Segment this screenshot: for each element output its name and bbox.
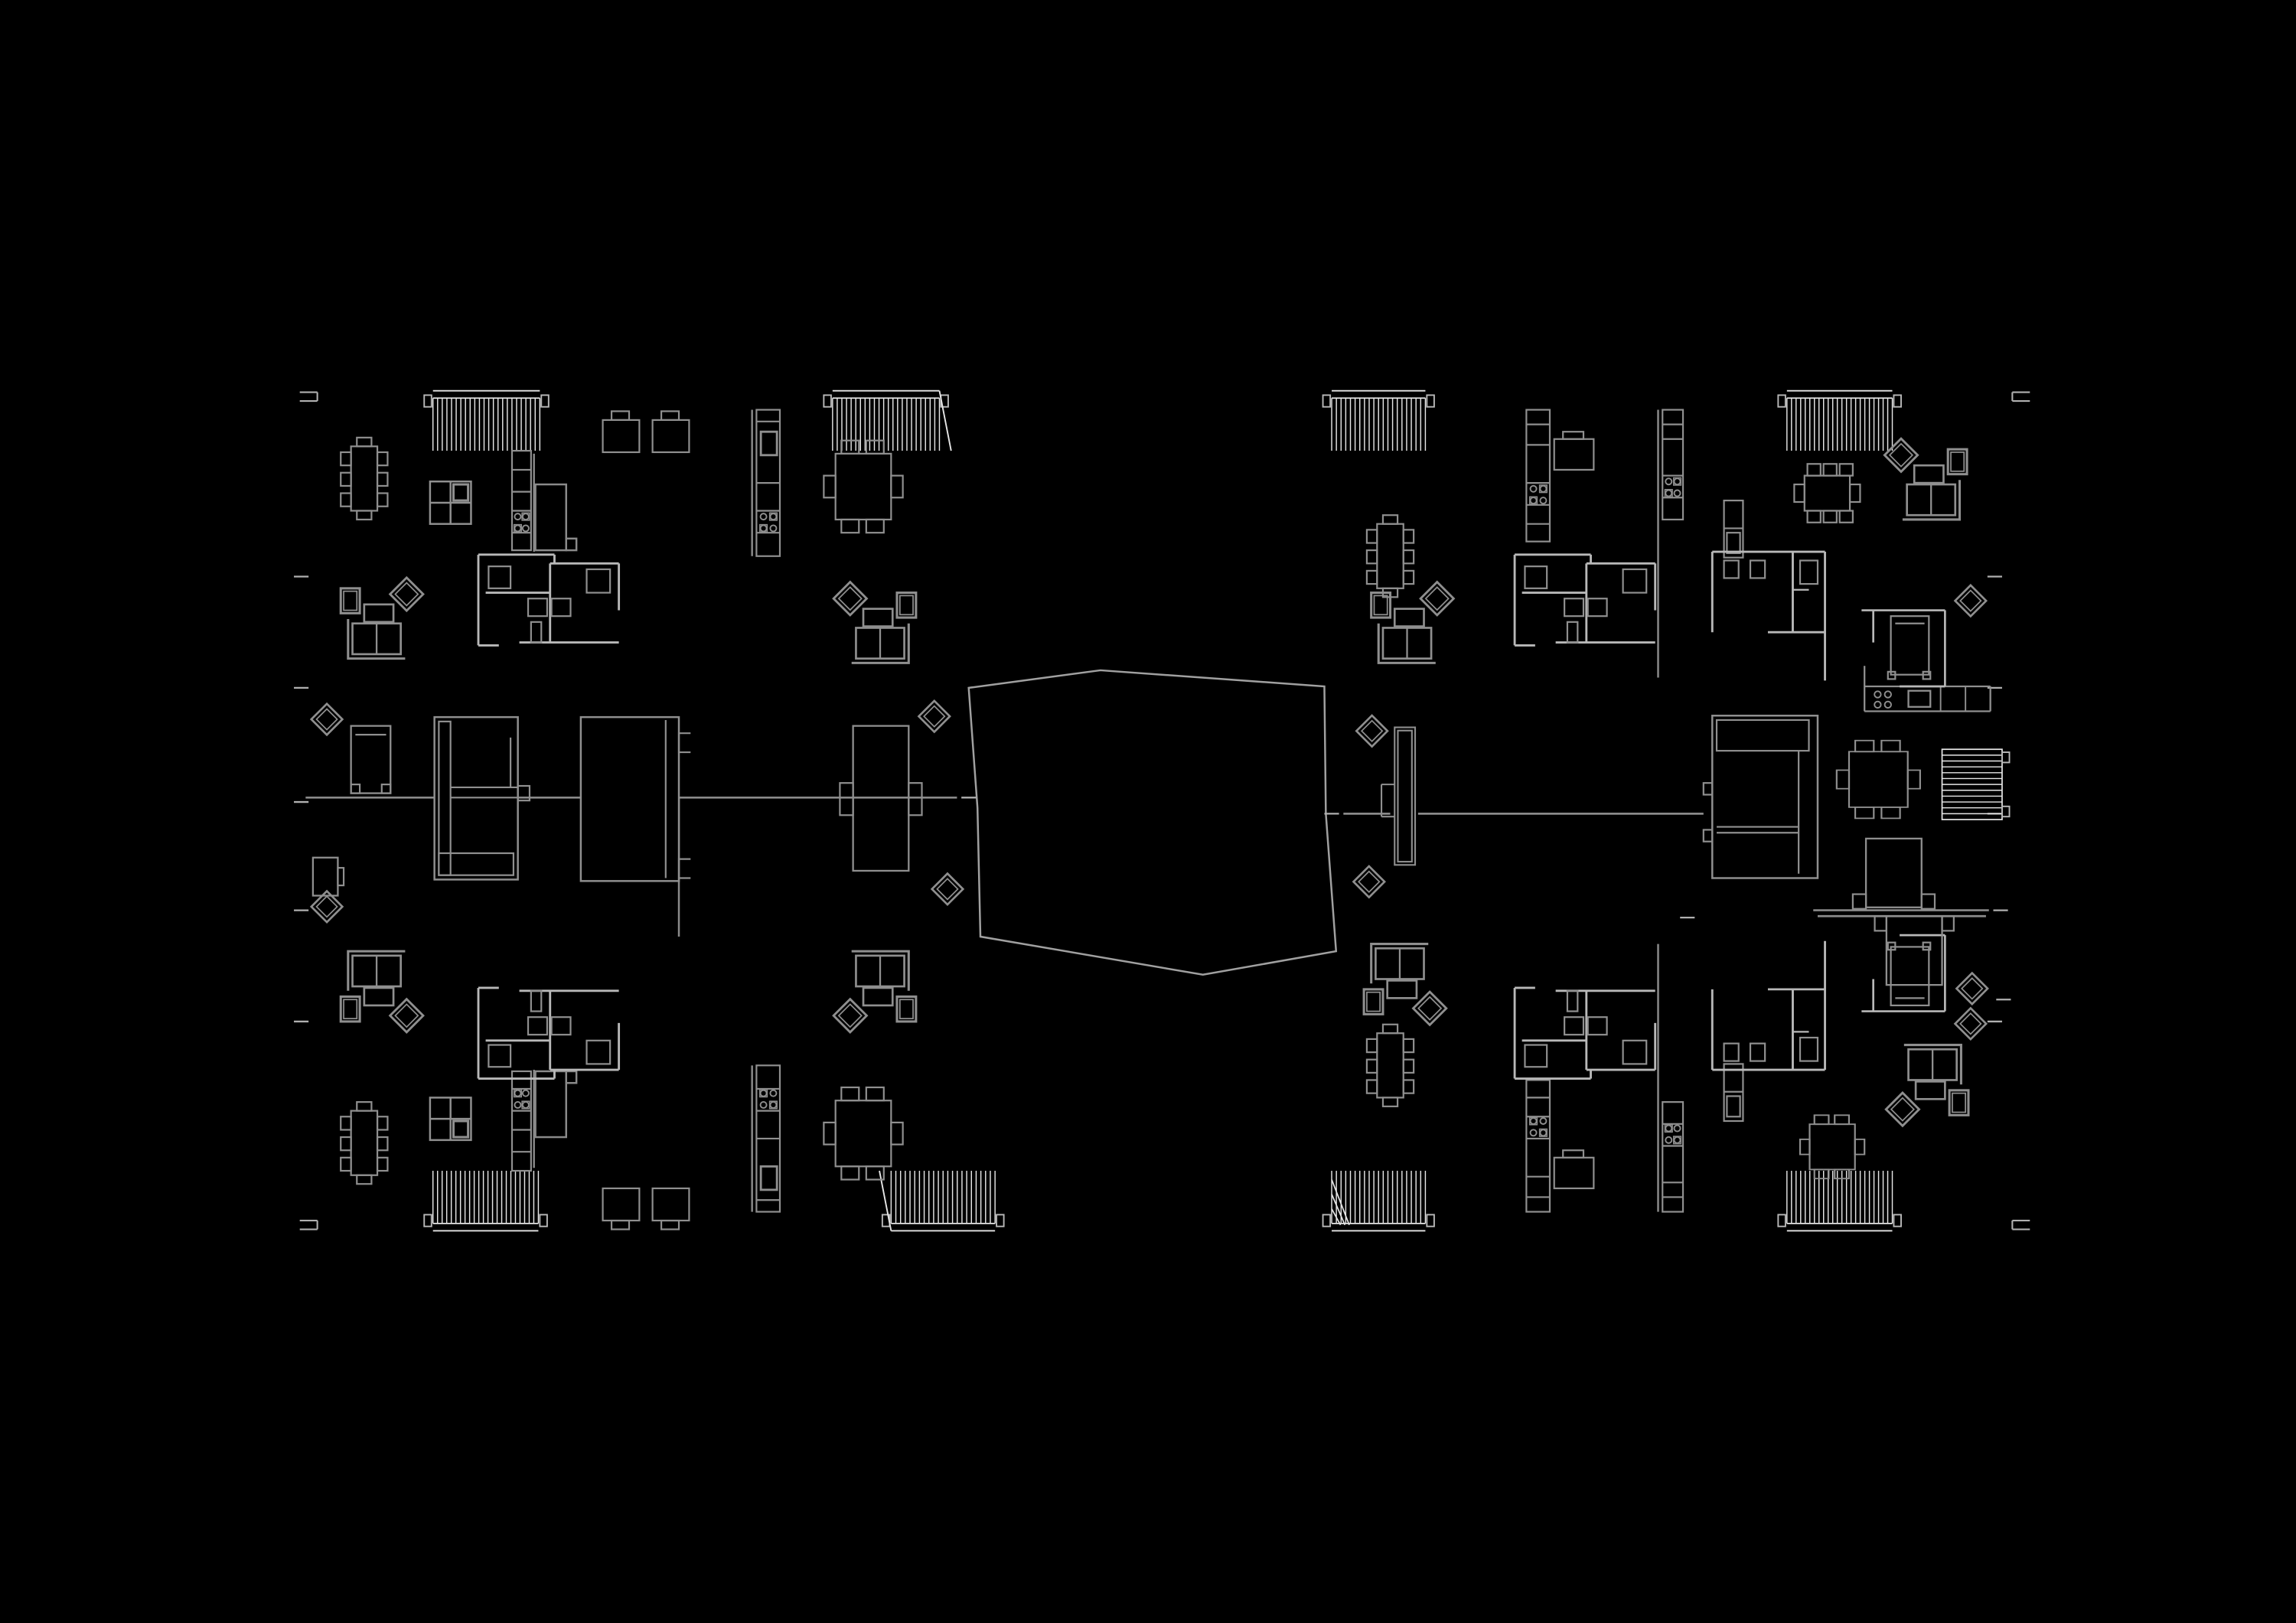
dining-table-6 [1365,1023,1415,1107]
side-table [311,856,345,897]
corner-mark [299,1220,318,1230]
sofa-group [1884,1044,1970,1128]
diamond-chair [930,872,965,907]
balcony-hatch [1777,1171,1902,1232]
bedroom-rooms [1711,940,1826,1071]
kitchen-strip [510,1070,532,1172]
cabinet-2pane [1723,499,1744,559]
sofa-group [832,580,918,664]
sofa-group [1883,437,1968,521]
window-fourpane [429,480,472,525]
corner-mark [299,391,318,402]
wall-cabinet [565,537,578,552]
diamond-chair [1955,971,1989,1006]
corner-mark [2011,1220,2030,1230]
sofa-group [1362,943,1448,1027]
kitchen-strip [1662,1101,1684,1213]
bath-cluster [1513,986,1657,1080]
square-table-4 [823,1086,904,1181]
kitchen-strip [510,449,532,552]
window-fourpane [429,1097,472,1142]
diamond-chair [1953,1006,1988,1041]
corner-mark [2011,391,2030,402]
dining-table-6 [1365,514,1415,598]
square-table-4 [1799,1114,1866,1180]
balcony-hatch [1777,389,1902,451]
wall-cabinet [534,483,568,552]
small-table [651,410,690,454]
wall-cabinet [565,1070,578,1084]
double-bed [1702,714,1819,879]
balcony-hatch [823,389,952,451]
cabinet-2pane [1723,1063,1744,1123]
square-table-4 [1835,739,1921,820]
balcony-hatch [879,1170,1005,1232]
radiator [1941,748,2011,820]
dining-table-6 [340,1101,389,1185]
diamond-chair [1352,865,1386,899]
oven-box [1553,1149,1595,1190]
kitchen-strip [1525,409,1551,543]
kitchen-strip [755,409,781,557]
diamond-chair [1355,714,1389,748]
kitchen-strip [1525,1079,1551,1213]
sofa-group [339,950,425,1034]
bath-cluster [1513,553,1657,647]
small-bedroom [1861,934,1946,1012]
kitchen-strip [1662,409,1684,521]
sofa-group [339,575,425,660]
bed-posts [350,725,392,794]
small-bedroom [1861,609,1946,688]
diamond-chair [917,699,951,734]
closet-big [579,715,691,882]
balcony-hatch [1322,1171,1435,1232]
kitchen-strip [755,1064,781,1213]
balcony-hatch [423,1171,548,1232]
tall-cabinet [1380,726,1417,866]
bath-cluster [477,553,621,647]
sofa-group [1370,580,1456,664]
small-table [602,410,641,454]
sofa-group [832,950,918,1034]
diamond-chair [309,702,344,737]
bedroom-rooms [1711,550,1826,681]
bath-cluster [477,986,621,1080]
courtyard-outline [967,669,1338,976]
long-table-right [1851,837,1955,986]
diamond-chair [309,889,344,924]
small-table [651,1187,690,1230]
dining-table-6h [1793,463,1861,523]
oven-box [1553,431,1595,471]
balcony-hatch [1322,389,1435,451]
diamond-chair [1953,583,1988,618]
balcony-hatch [423,389,550,451]
closet-e [433,715,531,881]
wall-cabinet [534,1070,568,1139]
dining-table-6 [340,436,389,521]
small-table [602,1187,641,1230]
square-table-4 [823,439,904,534]
long-table-left [839,725,923,872]
